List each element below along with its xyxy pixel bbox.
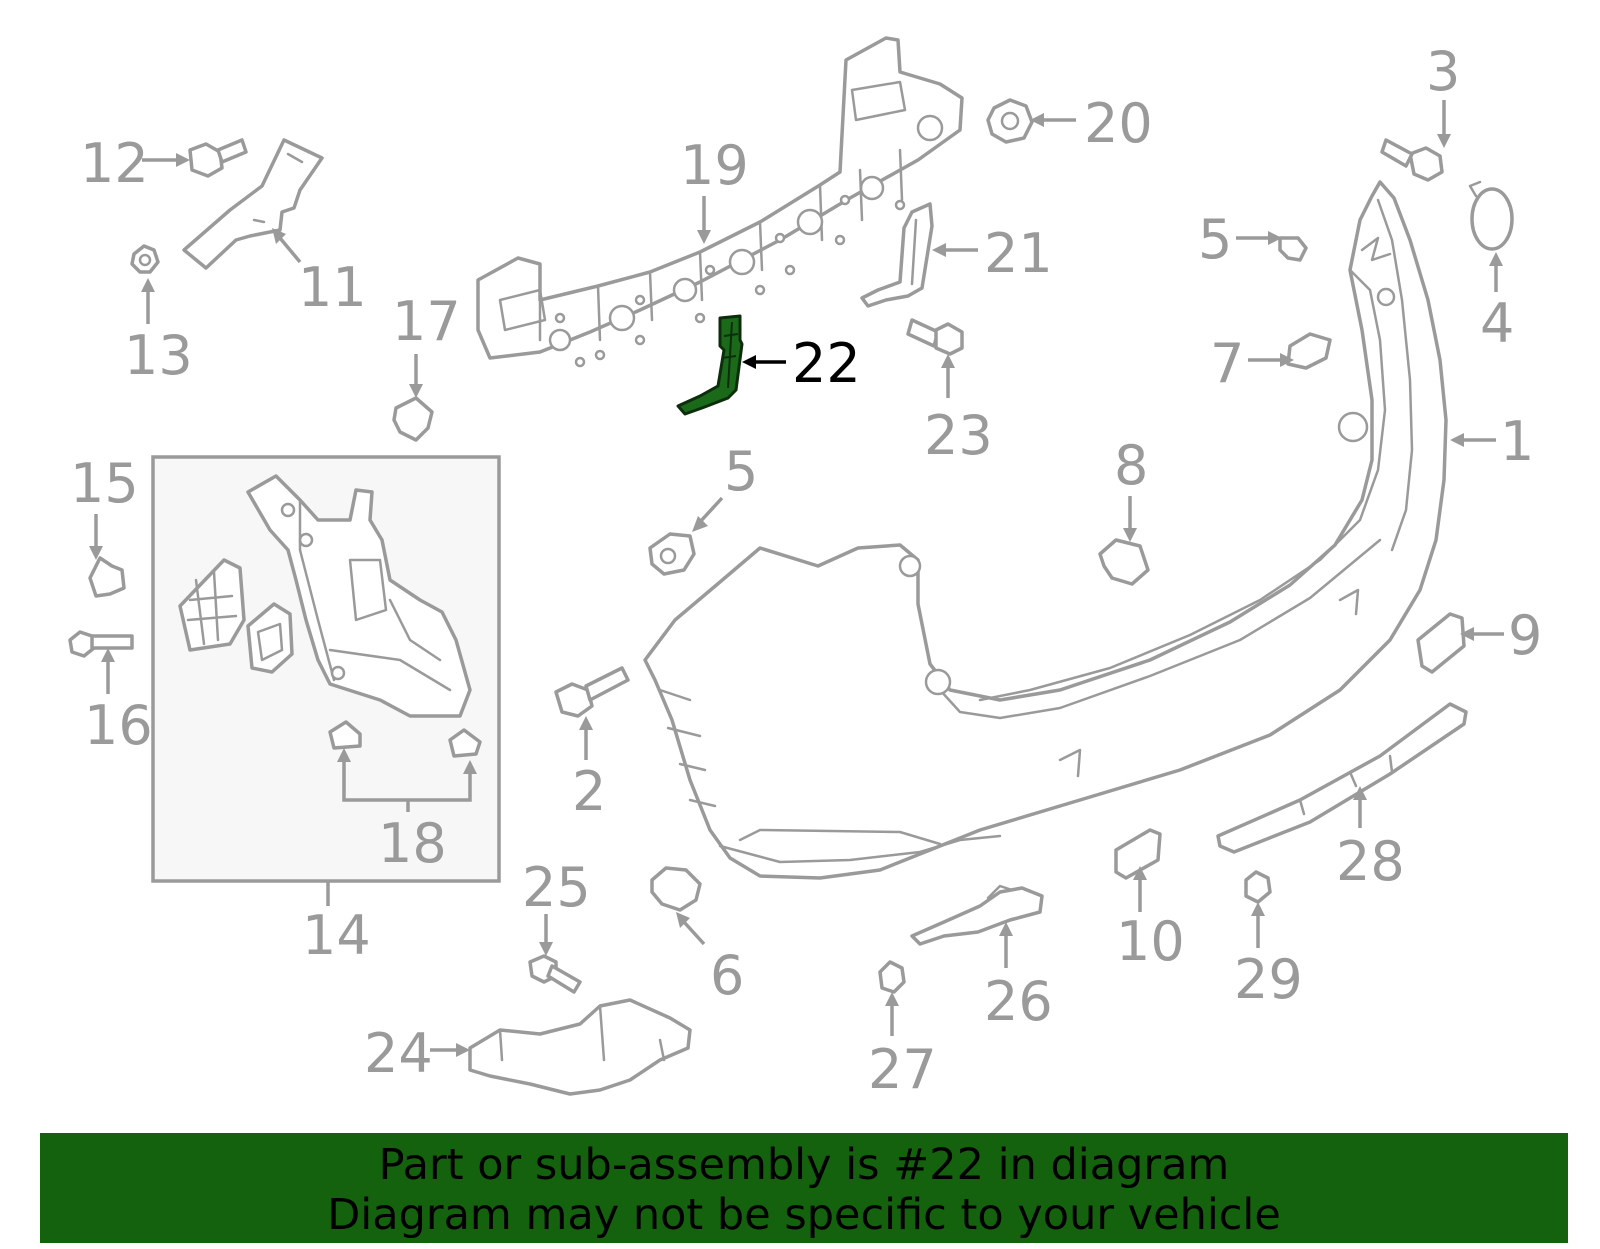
- part-8-clip[interactable]: [1098, 538, 1150, 586]
- part-24-bracket[interactable]: [468, 998, 692, 1096]
- callout-29: 29: [1234, 948, 1303, 1011]
- callout-23: 23: [924, 404, 993, 467]
- part-17-clip[interactable]: [392, 396, 434, 442]
- callout-27: 27: [868, 1038, 937, 1101]
- callout-4: 4: [1480, 292, 1514, 355]
- callout-15: 15: [70, 452, 139, 515]
- callout-25: 25: [522, 856, 591, 919]
- part-1-bumper-cover[interactable]: [643, 180, 1448, 880]
- callout-11: 11: [298, 256, 367, 319]
- part-13-nut[interactable]: [130, 244, 160, 274]
- callout-7: 7: [1210, 332, 1244, 395]
- callout-2: 2: [572, 760, 606, 823]
- callout-20: 20: [1084, 92, 1153, 155]
- part-10-pad[interactable]: [1114, 828, 1162, 880]
- part-4-cap[interactable]: [1468, 180, 1514, 251]
- callout-5-lower: 5: [724, 440, 758, 503]
- part-22-bracket-highlighted[interactable]: [676, 314, 744, 416]
- part-2-bolt[interactable]: [554, 666, 630, 718]
- part-19-bumper-reinforcement[interactable]: [476, 36, 964, 368]
- callout-labels: 12 11 13 19 20 21 22 23 17 3 4 5 7 1 15 …: [70, 40, 1542, 1101]
- part-15-clip[interactable]: [88, 556, 126, 598]
- part-12-bolt[interactable]: [188, 138, 248, 178]
- callout-1: 1: [1500, 410, 1534, 473]
- part-14-assembly-box[interactable]: [151, 455, 501, 883]
- part-20-nut[interactable]: [986, 98, 1034, 144]
- callout-14: 14: [302, 904, 371, 967]
- part-6-sensor[interactable]: [650, 866, 702, 912]
- callout-6: 6: [710, 944, 744, 1007]
- callout-24: 24: [364, 1022, 433, 1085]
- part-5-rivet-upper[interactable]: [1278, 236, 1308, 262]
- part-28-strip[interactable]: [1216, 702, 1468, 854]
- callout-5-upper: 5: [1198, 208, 1232, 271]
- callout-28: 28: [1336, 830, 1405, 893]
- part-27-nut[interactable]: [878, 960, 906, 994]
- part-3-bolt[interactable]: [1380, 138, 1444, 182]
- part-25-bolt[interactable]: [528, 954, 582, 994]
- part-7-pad[interactable]: [1286, 332, 1332, 370]
- part-23-bolt[interactable]: [906, 318, 964, 356]
- part-16-bolt[interactable]: [68, 630, 134, 658]
- callout-26: 26: [984, 970, 1053, 1033]
- leader-lines: [89, 100, 1504, 1057]
- part-11-bracket[interactable]: [182, 138, 324, 270]
- callout-19: 19: [680, 134, 749, 197]
- callout-18: 18: [378, 812, 447, 875]
- banner-line-2: Diagram may not be specific to your vehi…: [327, 1190, 1281, 1240]
- part-26-bracket[interactable]: [910, 884, 1044, 946]
- callout-21: 21: [984, 222, 1053, 285]
- banner-line-1: Part or sub-assembly is #22 in diagram: [378, 1140, 1230, 1190]
- callout-3: 3: [1426, 40, 1460, 103]
- callout-22: 22: [792, 332, 861, 395]
- part-9-pad[interactable]: [1416, 612, 1466, 674]
- callout-8: 8: [1114, 434, 1148, 497]
- callout-10: 10: [1116, 910, 1185, 973]
- callout-9: 9: [1508, 604, 1542, 667]
- callout-16: 16: [84, 694, 153, 757]
- part-29-nut[interactable]: [1244, 870, 1272, 904]
- part-21-bracket[interactable]: [860, 202, 934, 308]
- info-banner: Part or sub-assembly is #22 in diagram D…: [40, 1133, 1568, 1243]
- callout-17: 17: [392, 290, 461, 353]
- part-5-rivet-lower[interactable]: [648, 532, 696, 576]
- callout-13: 13: [124, 324, 193, 387]
- callout-12: 12: [80, 132, 149, 195]
